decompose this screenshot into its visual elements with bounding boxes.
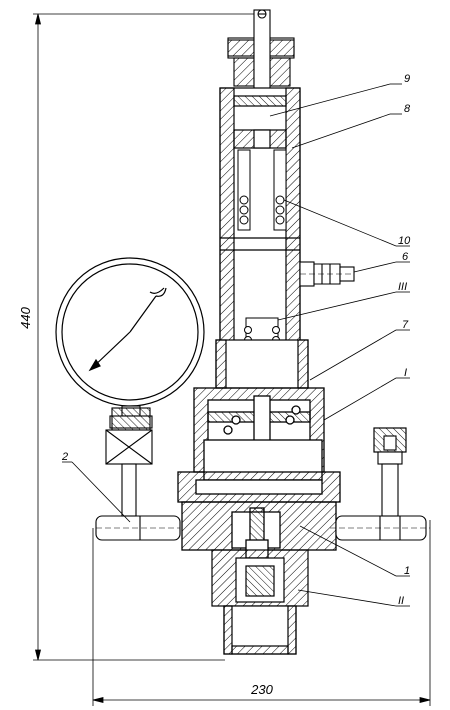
callout-2: 2 bbox=[61, 451, 68, 463]
pressure-gauge bbox=[55, 257, 205, 407]
width-dimension-label: 230 bbox=[250, 682, 273, 697]
callout-7: 7 bbox=[402, 319, 409, 331]
callout-1: 1 bbox=[404, 565, 410, 577]
height-dimension-label: 440 bbox=[18, 306, 33, 328]
callout-III: III bbox=[398, 281, 407, 293]
leader-lines bbox=[62, 83, 410, 607]
callout-8: 8 bbox=[404, 103, 411, 115]
lower-cap bbox=[211, 549, 309, 655]
valve-seat-block bbox=[181, 501, 337, 559]
callout-6: 6 bbox=[402, 251, 409, 263]
callout-II: II bbox=[398, 595, 404, 607]
regulator-body bbox=[177, 387, 341, 503]
gauge-connector bbox=[105, 405, 153, 517]
dimension-height bbox=[33, 13, 255, 661]
upper-housing bbox=[219, 87, 301, 349]
callout-I: I bbox=[404, 367, 407, 379]
housing-neck bbox=[215, 339, 309, 389]
safety-valve bbox=[373, 427, 407, 517]
upper-spring bbox=[237, 149, 287, 231]
inlet-pipe bbox=[95, 515, 181, 541]
outlet-fitting bbox=[299, 261, 355, 287]
callout-9: 9 bbox=[404, 73, 410, 85]
dimension-width bbox=[92, 520, 431, 706]
callout-10: 10 bbox=[398, 235, 411, 247]
outlet-nozzle bbox=[330, 515, 430, 541]
